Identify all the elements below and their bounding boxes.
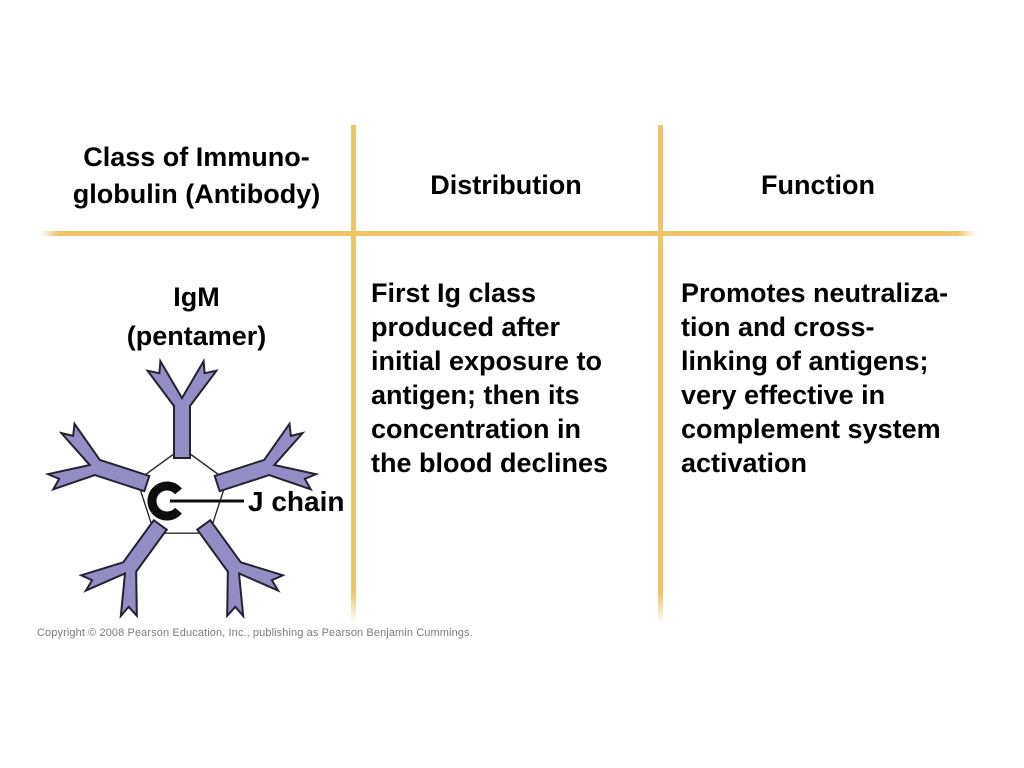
cell-distribution-text: First Ig class produced after initial ex… — [371, 278, 609, 478]
igm-pentamer-diagram — [44, 357, 320, 619]
column-divider-2 — [658, 125, 663, 623]
cell-class-igm-pentamer: IgM (pentamer) — [126, 282, 267, 351]
j-chain-label: J chain — [248, 486, 345, 517]
antibody-monomer-top — [145, 357, 219, 459]
column-header-class-of-immunoglobulin: Class of Immuno- globulin (Antibody) — [72, 142, 321, 209]
antibody-monomer-lower-right — [195, 518, 286, 619]
antibody-monomer-lower-left — [78, 518, 169, 619]
column-header-function: Function — [761, 170, 875, 200]
j-chain-shape — [147, 481, 182, 521]
header-row-divider — [40, 231, 976, 236]
antibody-monomer-upper-right — [213, 421, 320, 493]
cell-function-text: Promotes neutraliza- tion and cross- lin… — [681, 278, 949, 478]
column-header-distribution: Distribution — [430, 170, 582, 200]
antibody-monomer-upper-left — [44, 421, 151, 493]
copyright-text: Copyright © 2008 Pearson Education, Inc.… — [37, 627, 473, 639]
column-divider-1 — [351, 125, 356, 623]
